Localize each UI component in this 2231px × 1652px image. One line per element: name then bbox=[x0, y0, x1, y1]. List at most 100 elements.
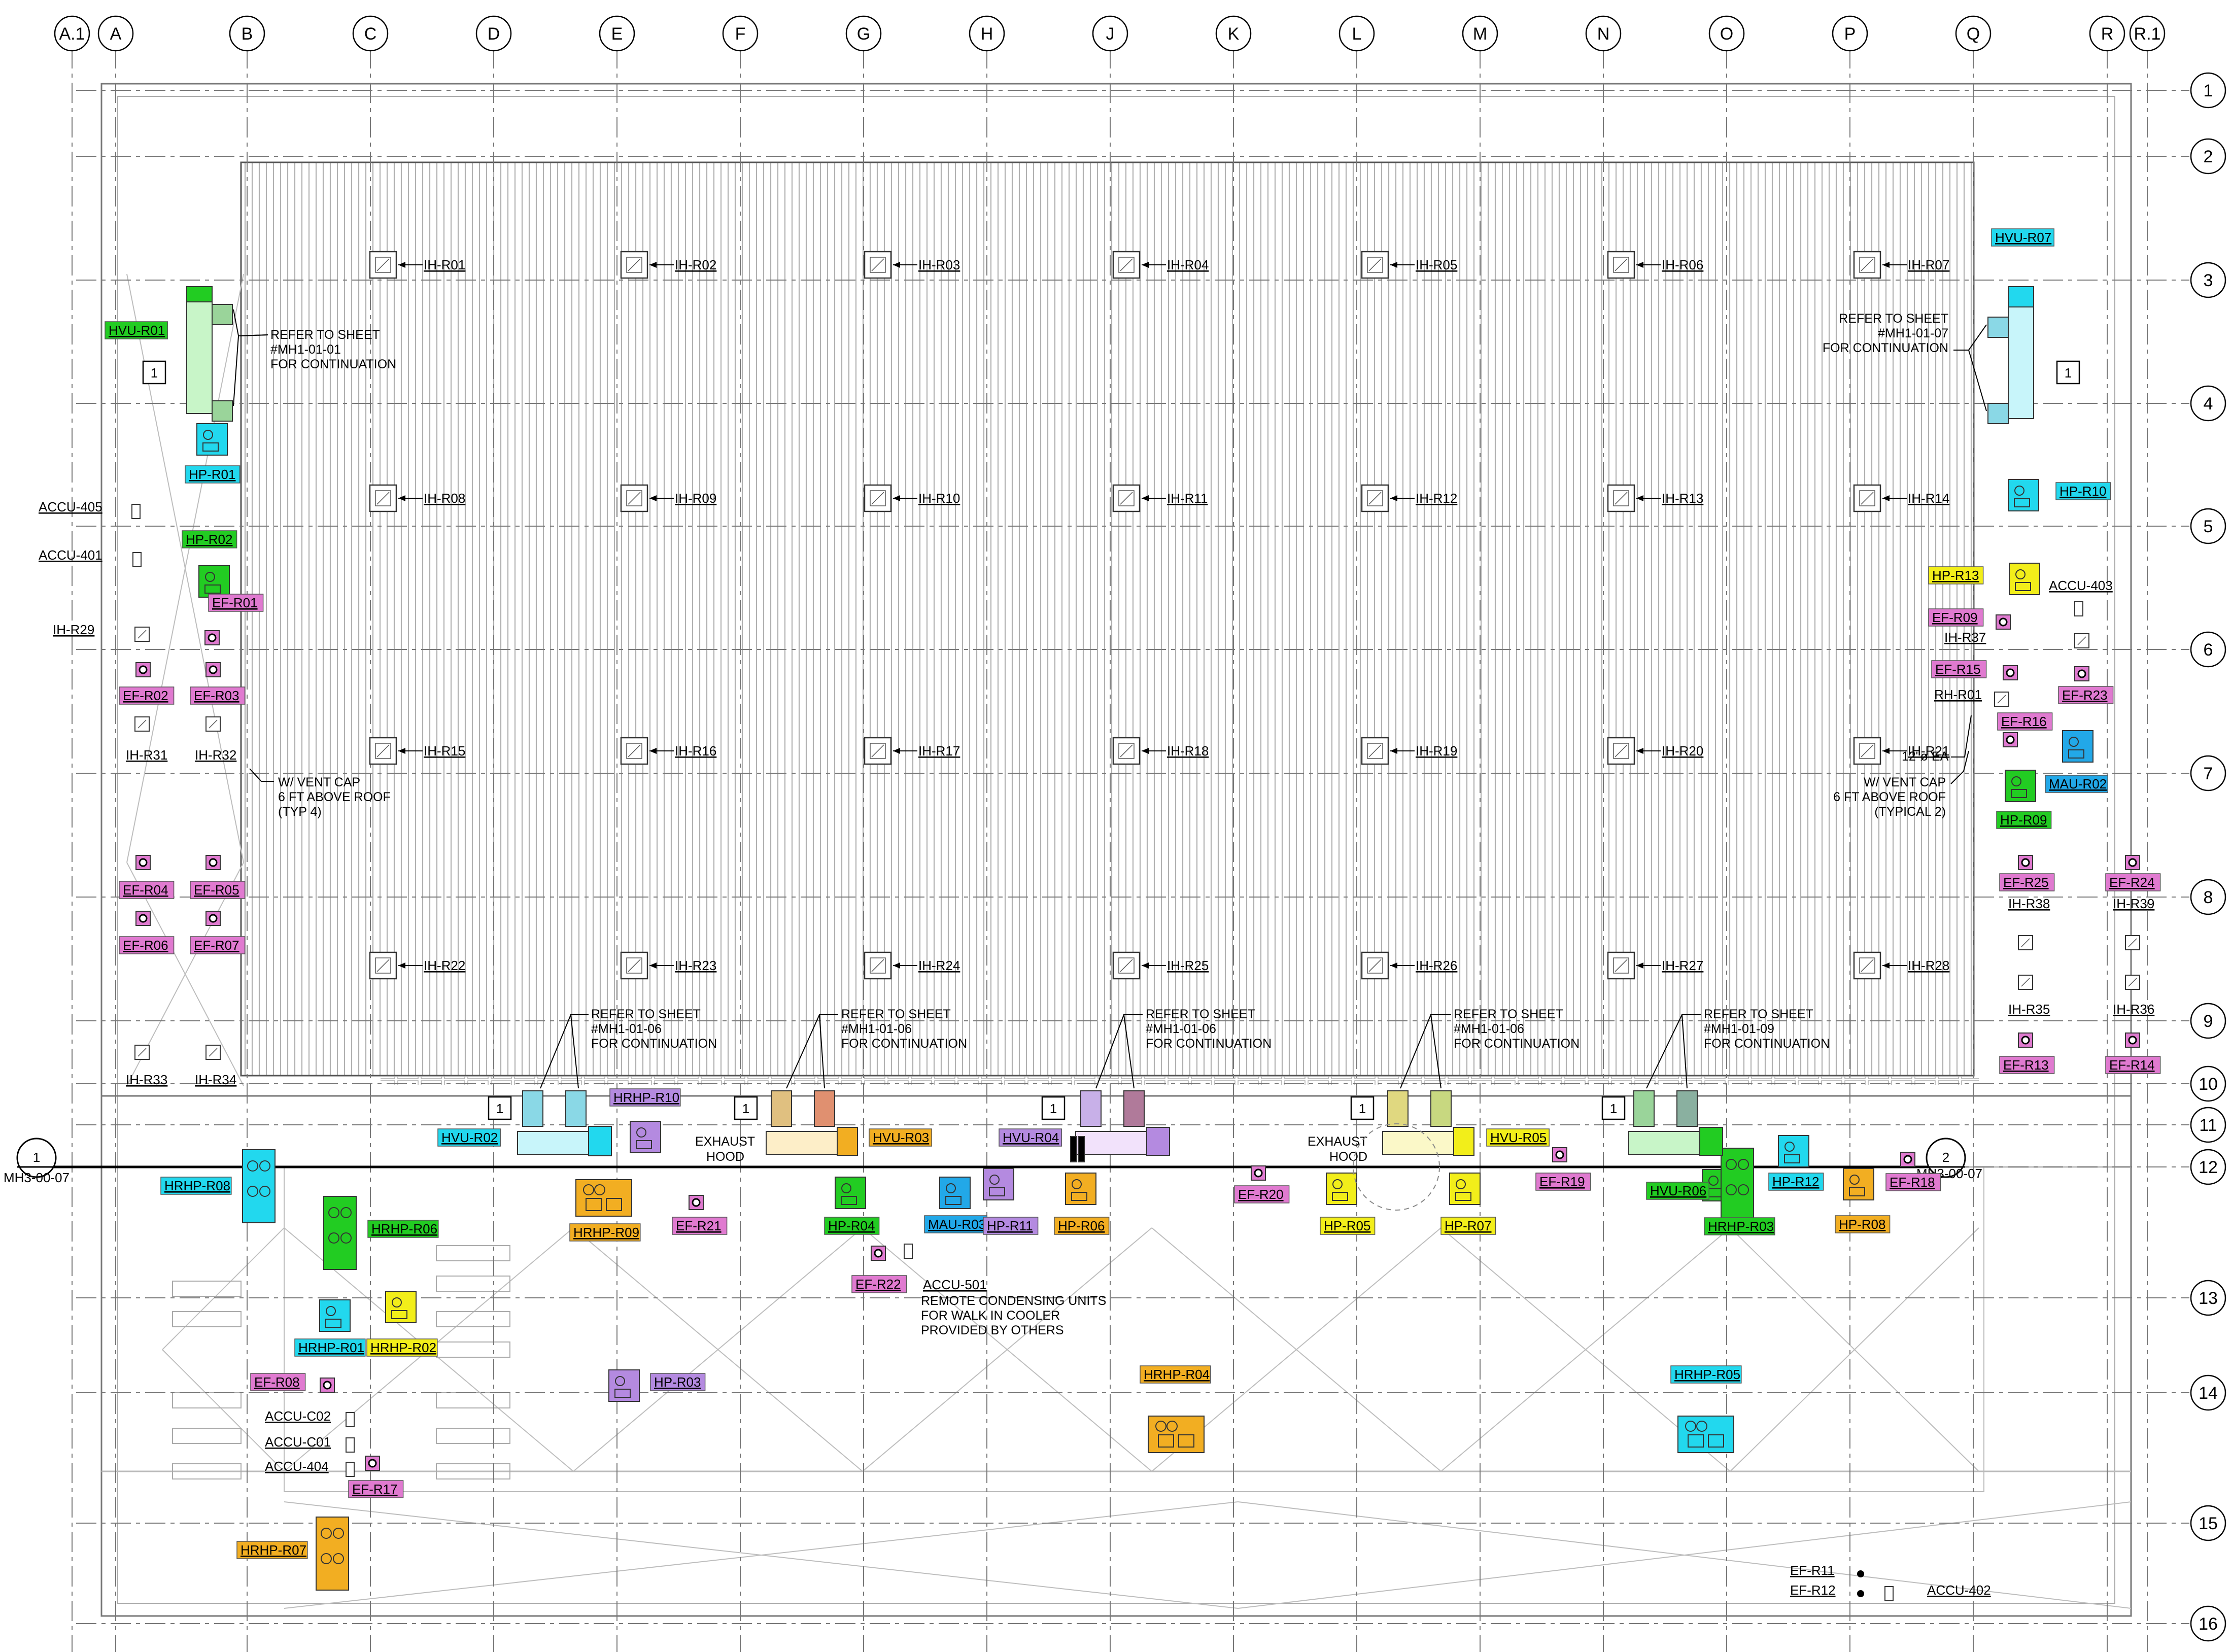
equipment-tag: HRHP-R02 bbox=[366, 1291, 438, 1357]
unit-heater: IH-R09 bbox=[620, 484, 716, 512]
grid-bubble-circle bbox=[2190, 262, 2226, 298]
equipment-tag: EF-R21 bbox=[672, 1195, 728, 1235]
vent-cap-typ2-l2: 6 FT ABOVE ROOF bbox=[1833, 790, 1946, 804]
grid-bubble-row: 6 bbox=[2190, 631, 2226, 668]
equipment-label: HVU-R02 bbox=[441, 1130, 498, 1145]
equipment-tag: EF-R06 bbox=[119, 911, 175, 954]
grid-bubble-label: G bbox=[857, 24, 870, 44]
exhaust-fan-icon bbox=[205, 911, 221, 926]
grid-bubble-circle bbox=[2190, 508, 2226, 544]
unit-heater-label: IH-R18 bbox=[1167, 743, 1209, 759]
equipment-tag: IH-R32 bbox=[195, 716, 236, 763]
exhaust-fan-icon bbox=[1857, 1590, 1864, 1597]
exhaust-fan-icon bbox=[1857, 1570, 1864, 1577]
grid-bubble-circle bbox=[2190, 1280, 2226, 1316]
condensing-unit-icon bbox=[346, 1437, 355, 1453]
tag-highlight bbox=[190, 686, 246, 705]
equipment-tag: HRHP-R01 bbox=[294, 1299, 366, 1357]
unit-heater-label: IH-R07 bbox=[1908, 257, 1949, 272]
grid-bubble-label: 5 bbox=[2204, 517, 2213, 536]
equipment-label: EF-R07 bbox=[194, 938, 239, 953]
grid-bubble-label: A bbox=[110, 24, 122, 44]
equipment-tag: HP-R04 bbox=[824, 1177, 880, 1235]
tag-highlight bbox=[119, 881, 175, 899]
grid-bubble-row: 9 bbox=[2190, 1003, 2226, 1039]
equipment-tag: HRHP-R08 bbox=[160, 1149, 276, 1223]
grid-bubble-label: 13 bbox=[2199, 1289, 2218, 1308]
equipment-label: HRHP-R05 bbox=[1674, 1367, 1740, 1382]
unit-heater-label: IH-R08 bbox=[424, 491, 465, 506]
unit-heater: IH-R16 bbox=[620, 737, 716, 765]
remote-cu-note-l2: FOR WALK IN COOLER bbox=[921, 1309, 1060, 1323]
unit-heater-label: IH-R09 bbox=[675, 491, 716, 506]
grid-bubble-col: A bbox=[97, 15, 134, 52]
tag-highlight bbox=[824, 1217, 880, 1235]
condensing-unit-icon bbox=[1884, 1586, 1894, 1601]
equipment-tag: HP-R06 bbox=[1054, 1173, 1110, 1235]
grid-bubble-circle bbox=[2190, 385, 2226, 422]
equipment-label: EF-R23 bbox=[2062, 687, 2108, 703]
remote-cu-note-l3: PROVIDED BY OTHERS bbox=[921, 1323, 1064, 1337]
tag-highlight bbox=[1768, 1173, 1824, 1191]
heat-pump-icon bbox=[2062, 730, 2093, 763]
grid-bubble-col: D bbox=[475, 15, 512, 52]
grid-bubble-col: R.1 bbox=[2129, 15, 2166, 52]
equipment-label: IH-R35 bbox=[2008, 1002, 2050, 1017]
equipment-label: HRHP-R07 bbox=[241, 1542, 306, 1558]
equipment-tag: ACCU-C02 bbox=[265, 1408, 355, 1427]
equipment-label: EF-R06 bbox=[123, 938, 168, 953]
heat-recovery-unit-icon bbox=[1677, 1416, 1734, 1453]
equipment-tag: MAU-R02 bbox=[2045, 730, 2108, 793]
heat-pump-icon bbox=[1449, 1173, 1481, 1205]
equipment-tag: ACCU-C01 bbox=[265, 1434, 355, 1453]
grid-bubble-circle bbox=[229, 15, 265, 52]
equipment-tag: EF-R05 bbox=[190, 855, 246, 899]
grid-bubble-label: 3 bbox=[2204, 271, 2213, 290]
equipment-label: IH-R34 bbox=[195, 1072, 236, 1087]
tag-highlight bbox=[609, 1088, 681, 1107]
equipment-label: HP-R06 bbox=[1058, 1218, 1105, 1233]
vent-cap-note-l1: W/ VENT CAP bbox=[278, 775, 360, 789]
grid-bubble-circle bbox=[1832, 15, 1868, 52]
equipment-label: EF-R13 bbox=[2003, 1057, 2049, 1073]
refer-note-a-l2: #MH1-01-06 bbox=[591, 1022, 662, 1036]
roof-slopes bbox=[126, 273, 2132, 1609]
unit-heater: IH-R10 bbox=[864, 484, 960, 512]
equipment-label: EF-R04 bbox=[123, 882, 168, 898]
grid-bubble-row: 13 bbox=[2190, 1280, 2226, 1316]
tag-highlight bbox=[1928, 566, 1984, 584]
tag-highlight bbox=[236, 1541, 308, 1559]
unit-heater-label: IH-R19 bbox=[1416, 743, 1457, 759]
refer-note-01-l3: FOR CONTINUATION bbox=[270, 357, 396, 371]
grid-bubble-label: 11 bbox=[2199, 1116, 2217, 1135]
tag-highlight bbox=[983, 1217, 1039, 1235]
equipment-label: IH-R36 bbox=[2113, 1002, 2154, 1017]
grid-bubble-circle bbox=[599, 15, 635, 52]
vent-cap-typ2-l3: (TYPICAL 2) bbox=[1874, 805, 1946, 819]
grid-bubble-label: 12 bbox=[2199, 1158, 2218, 1177]
equipment-label: HP-R03 bbox=[654, 1374, 701, 1390]
unit-heater-label: IH-R25 bbox=[1167, 958, 1209, 973]
equipment-label: EF-R24 bbox=[2109, 875, 2155, 890]
grid-bubble-col: H bbox=[969, 15, 1005, 52]
unit-heater: IH-R15 bbox=[369, 737, 465, 765]
unit-heater: IH-R26 bbox=[1361, 951, 1457, 980]
unit-heater-label: IH-R01 bbox=[424, 257, 465, 272]
equipment-label: HP-R12 bbox=[1772, 1174, 1819, 1189]
tag-highlight bbox=[1991, 228, 2054, 247]
equipment-label: HP-R01 bbox=[189, 467, 235, 482]
equipment-label: EF-R17 bbox=[352, 1482, 398, 1497]
tag-highlight bbox=[185, 465, 241, 484]
grid-bubble-label: 4 bbox=[2204, 394, 2213, 414]
tag-highlight bbox=[2045, 775, 2108, 793]
equipment-label: HRHP-R06 bbox=[371, 1221, 437, 1236]
tag-highlight bbox=[2055, 482, 2111, 500]
tag-highlight bbox=[1140, 1365, 1211, 1384]
grid-bubble-circle bbox=[2190, 72, 2226, 109]
equipment-tag: EF-R24 bbox=[2105, 855, 2161, 891]
unit-heater: IH-R11 bbox=[1112, 484, 1208, 512]
equipment-tag: HRHP-R09 bbox=[569, 1179, 641, 1242]
unit-heater: IH-R01 bbox=[369, 251, 465, 279]
unit-heater: IH-R25 bbox=[1112, 951, 1209, 980]
grid-bubble-label: 15 bbox=[2199, 1514, 2218, 1533]
